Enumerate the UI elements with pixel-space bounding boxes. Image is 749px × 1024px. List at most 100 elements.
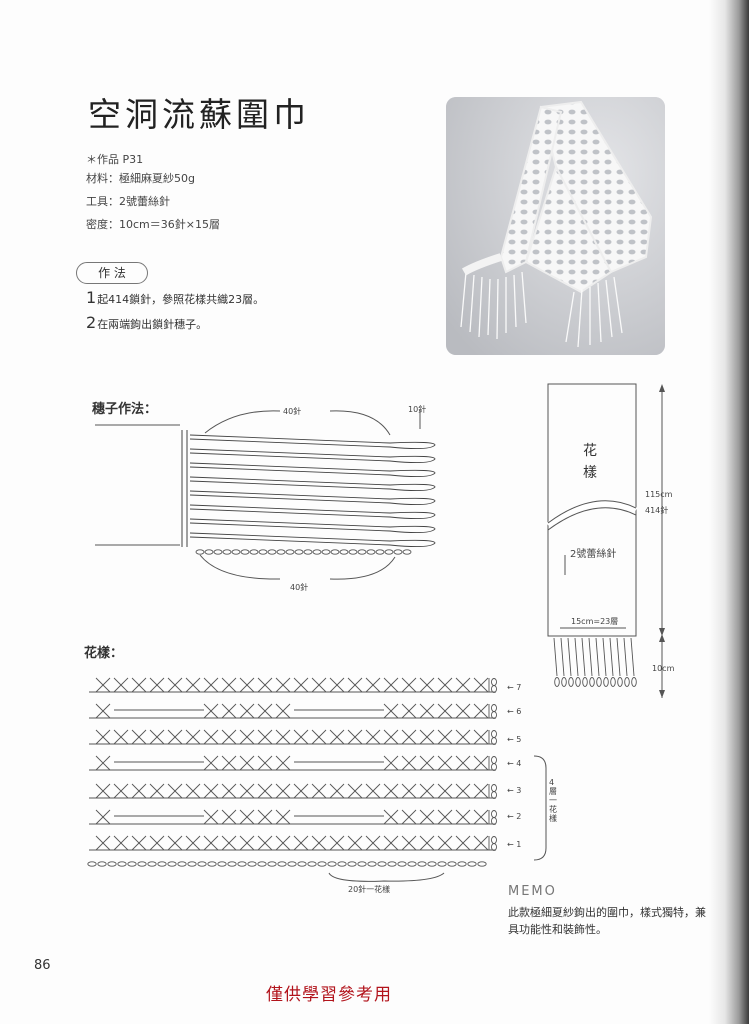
schematic-fringe-length: 10cm xyxy=(652,664,675,673)
foundation-chain xyxy=(147,861,157,867)
foundation-chain xyxy=(347,861,357,867)
cross-stitch xyxy=(401,677,417,693)
cross-stitch xyxy=(239,783,255,799)
fringe-loop xyxy=(596,677,602,687)
cross-stitch xyxy=(347,729,363,745)
cross-stitch xyxy=(149,835,165,851)
chain-stitch xyxy=(321,549,331,555)
cross-stitch xyxy=(257,703,273,719)
chain-stitch xyxy=(303,549,313,555)
cross-stitch xyxy=(203,809,219,825)
foundation-chain xyxy=(367,861,377,867)
step-number: 1 xyxy=(86,288,97,307)
cross-stitch xyxy=(293,677,309,693)
step-text: 起414鎖針，參照花樣共織23層。 xyxy=(97,293,265,306)
cross-stitch xyxy=(437,835,453,851)
turning-chain xyxy=(491,678,497,686)
chain-stitch xyxy=(222,549,232,555)
cross-stitch xyxy=(329,783,345,799)
cross-stitch xyxy=(221,755,237,771)
cross-stitch xyxy=(437,677,453,693)
fringe-loop xyxy=(617,677,623,687)
foundation-chain xyxy=(387,861,397,867)
fringe-strand xyxy=(574,637,579,677)
chain-stitch xyxy=(348,549,358,555)
cross-stitch xyxy=(131,729,147,745)
cross-stitch xyxy=(167,783,183,799)
cross-stitch xyxy=(365,783,381,799)
cross-stitch xyxy=(401,809,417,825)
turning-chain xyxy=(491,763,497,771)
chain-stitch xyxy=(366,549,376,555)
cross-stitch xyxy=(473,835,489,851)
crochet-pattern-chart xyxy=(87,677,547,882)
chain-stitch xyxy=(393,549,403,555)
cross-stitch xyxy=(473,755,489,771)
fringe-loop xyxy=(568,677,574,687)
turning-chain xyxy=(491,730,497,738)
page-number: 86 xyxy=(34,958,51,973)
watermark-stamp: 僅供學習參考用 xyxy=(266,985,392,1005)
chain-stitch xyxy=(267,549,277,555)
foundation-chain xyxy=(267,861,277,867)
cross-stitch xyxy=(311,835,327,851)
foundation-chain xyxy=(357,861,367,867)
cross-stitch xyxy=(347,783,363,799)
schematic-pattern-label: 花 樣 xyxy=(583,443,597,481)
foundation-chain xyxy=(217,861,227,867)
cross-stitch xyxy=(239,677,255,693)
foundation-chain xyxy=(297,861,307,867)
foundation-chain xyxy=(177,861,187,867)
cross-stitch xyxy=(221,677,237,693)
turning-chain xyxy=(491,704,497,712)
row-number: 7 xyxy=(516,683,522,692)
fringe-loop xyxy=(575,677,581,687)
cross-stitch xyxy=(419,755,435,771)
cross-stitch xyxy=(95,809,111,825)
fringe-strand xyxy=(560,637,565,677)
row-label-7: ← 7 xyxy=(507,683,522,692)
cross-stitch xyxy=(239,755,255,771)
foundation-chain xyxy=(187,861,197,867)
cross-stitch xyxy=(149,729,165,745)
foundation-chain xyxy=(327,861,337,867)
foundation-chain xyxy=(467,861,477,867)
cross-stitch xyxy=(113,677,129,693)
fringe-chain-loop xyxy=(189,518,436,534)
fringe-chain-loop xyxy=(189,490,436,506)
cross-stitch xyxy=(419,729,435,745)
cross-stitch xyxy=(203,835,219,851)
fringe-diagram xyxy=(95,409,436,580)
book-binding-shadow xyxy=(709,0,749,1024)
cross-stitch xyxy=(455,755,471,771)
row-label-5: ← 5 xyxy=(507,735,522,744)
chain-stitch xyxy=(357,549,367,555)
cross-stitch xyxy=(365,835,381,851)
fringe-bottom-count: 40針 xyxy=(290,583,309,592)
fringe-chain-loop xyxy=(189,462,436,478)
cross-stitch xyxy=(95,703,111,719)
cross-stitch xyxy=(419,835,435,851)
fringe-strand xyxy=(581,637,586,677)
foundation-chain xyxy=(157,861,167,867)
chain-stitch xyxy=(312,549,322,555)
cross-stitch xyxy=(167,835,183,851)
page-title: 空洞流蘇圍巾 xyxy=(88,95,310,134)
chain-stitch xyxy=(330,549,340,555)
cross-stitch xyxy=(149,677,165,693)
chain-stitch xyxy=(231,549,241,555)
cross-stitch xyxy=(419,677,435,693)
cross-stitch xyxy=(149,783,165,799)
cross-stitch xyxy=(95,755,111,771)
cross-stitch xyxy=(257,755,273,771)
cross-stitch xyxy=(473,729,489,745)
cross-stitch xyxy=(455,729,471,745)
cross-stitch xyxy=(293,835,309,851)
fringe-loop xyxy=(603,677,609,687)
cross-stitch xyxy=(419,809,435,825)
cross-stitch xyxy=(401,783,417,799)
fringe-strand xyxy=(602,637,607,677)
cross-stitch xyxy=(437,729,453,745)
material-line: 材料：極細麻夏紗50g xyxy=(86,172,195,185)
row-number: 5 xyxy=(516,735,522,744)
